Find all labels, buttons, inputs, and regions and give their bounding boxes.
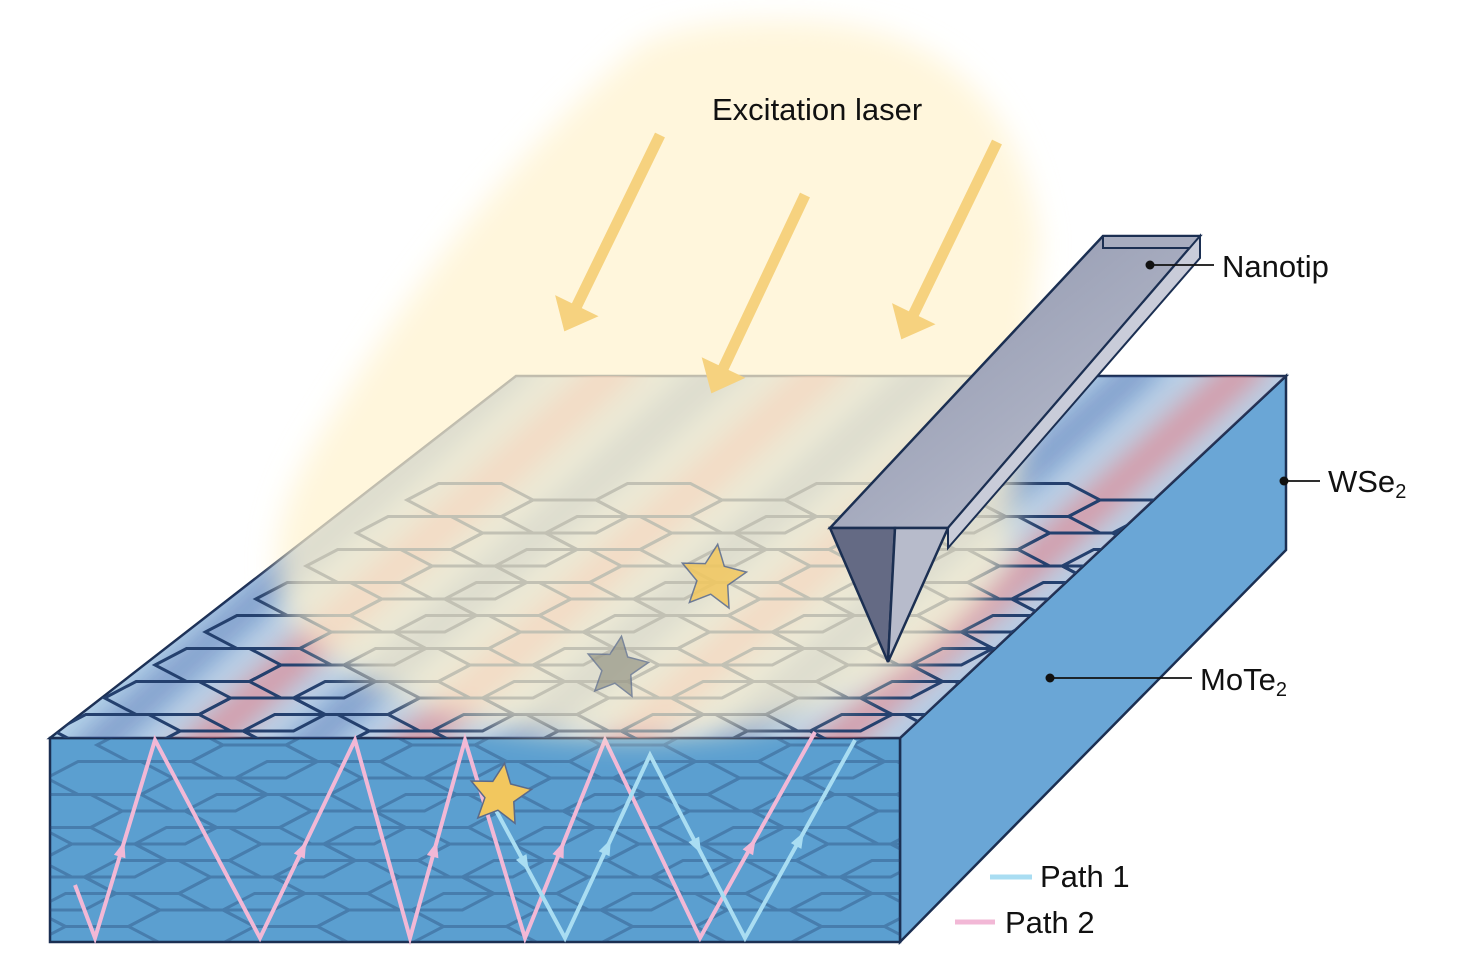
mote2-label: MoTe2	[1200, 664, 1287, 695]
hexagon-cell	[457, 946, 583, 974]
hexagon-cell	[363, 962, 489, 973]
hexagon-cell	[0, 962, 111, 973]
nanotip-top	[1103, 236, 1200, 248]
hexagon-cell	[1144, 698, 1270, 731]
wse2-leader-dot	[1280, 477, 1289, 486]
wse2-label: WSe2	[1328, 466, 1406, 497]
hexagon-cell	[268, 946, 394, 974]
hexagon-cell	[0, 814, 29, 847]
hexagon-cell	[1440, 550, 1480, 583]
hexagon-cell	[1232, 764, 1358, 797]
hexagon-cell	[79, 946, 205, 974]
hexagon-cell	[1188, 715, 1314, 748]
hexagon-cell	[835, 946, 961, 974]
hexagon-cell	[0, 896, 23, 929]
hexagon-cell	[174, 962, 300, 973]
excitation-laser-label: Excitation laser	[712, 94, 922, 125]
hexagon-cell	[1086, 778, 1212, 811]
hexagon-cell	[1037, 814, 1163, 847]
mote2-label-base: MoTe	[1200, 662, 1276, 697]
hexagon-cell	[646, 946, 772, 974]
hexagon-cell	[1384, 665, 1480, 698]
mote2-label-subscript: 2	[1276, 679, 1287, 701]
hexagon-cell	[1289, 649, 1415, 682]
hexagon-cell	[1295, 599, 1421, 632]
hexagon-cell	[1036, 811, 1162, 844]
nanotip-label: Nanotip	[1222, 251, 1329, 282]
hexagon-cell	[1283, 731, 1409, 764]
hexagon-cell	[1182, 797, 1308, 830]
hexagon-cell	[741, 962, 867, 973]
wse2-label-base: WSe	[1328, 464, 1395, 499]
nanotip-leader-dot	[1146, 261, 1155, 270]
hexagon-cell	[1137, 745, 1263, 778]
hexagon-cell	[1087, 781, 1213, 814]
hexagon-cell	[1333, 698, 1459, 731]
wse2-label-subscript: 2	[1395, 481, 1406, 503]
hexagon-cell	[1302, 517, 1428, 550]
hexagon-cell	[1339, 616, 1465, 649]
hexagon-cell	[1396, 533, 1480, 566]
hexagon-cell	[0, 861, 21, 894]
hexagon-cell	[1447, 500, 1480, 533]
hexagon-cell	[1434, 632, 1480, 665]
hexagon-cell	[1138, 748, 1264, 781]
hexagon-cell	[1346, 566, 1472, 599]
hexagon-cell	[552, 962, 678, 973]
laser-beam-glow	[277, 21, 1040, 738]
hexagon-cell	[1132, 830, 1258, 863]
hexagon-cell	[930, 962, 1056, 973]
legend-path-2-label: Path 2	[1005, 907, 1095, 938]
laser-cone	[277, 21, 1040, 738]
hexagon-cell	[1245, 632, 1371, 665]
mote2-leader-dot	[1046, 674, 1055, 683]
legend-path-1-label: Path 1	[1040, 861, 1130, 892]
hexagon-cell	[1390, 583, 1480, 616]
hexagon-cell	[1094, 731, 1220, 764]
hexagon-cell	[0, 946, 16, 974]
